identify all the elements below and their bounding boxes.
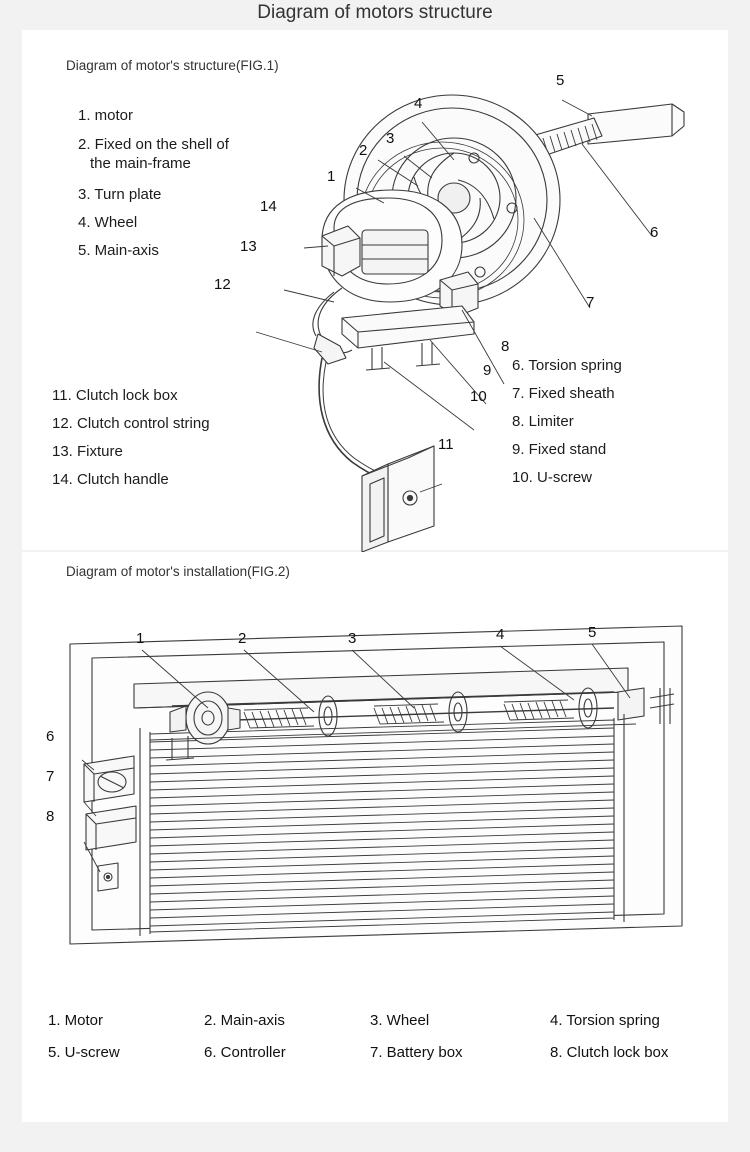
figure-1-callout-9: 9 (483, 362, 492, 379)
figure-2-legend: 1. Motor 2. Main-axis 3. Wheel 4. Torsio… (22, 1012, 728, 1102)
figure-1-callout-4: 4 (414, 95, 423, 112)
legend-item: 6. Controller (204, 1044, 286, 1061)
page-title: Diagram of motors structure (257, 2, 493, 23)
figure-1-legend-right-lower: 6. Torsion spring 7. Fixed sheath 8. Lim… (512, 358, 622, 498)
figure-2-callout-3: 3 (348, 630, 357, 647)
figure-1-legend-left: 1. motor 2. Fixed on the shell of the ma… (78, 108, 229, 271)
legend-item: 4. Torsion spring (550, 1012, 660, 1029)
legend-item: 5. Main-axis (78, 241, 159, 259)
legend-item: 7. Fixed sheath (512, 385, 615, 402)
legend-item: 11. Clutch lock box (52, 387, 178, 404)
legend-item: 13. Fixture (52, 443, 123, 460)
legend-item-line: the main-frame (90, 154, 191, 172)
figure-1-callout-11: 11 (438, 436, 454, 453)
figure-2-callout-4: 4 (496, 626, 505, 643)
legend-item: 1. Motor (48, 1012, 104, 1029)
legend-item: 1. motor (78, 107, 134, 124)
legend-item: 12. Clutch control string (52, 415, 210, 432)
figure-1-drawing (255, 94, 685, 553)
figure-1-callout-14: 14 (260, 198, 277, 215)
figure-2-callout-1: 1 (136, 630, 145, 647)
figure-1-callout-6: 6 (650, 224, 659, 241)
legend-item: 6. Torsion spring (512, 357, 622, 374)
legend-item-line: 2. Fixed on the shell of (78, 136, 229, 153)
legend-item: 3. Wheel (370, 1012, 430, 1029)
figure-1-callout-12: 12 (214, 276, 231, 293)
figure-1-callout-1: 1 (327, 168, 336, 185)
legend-item: 2. Main-axis (204, 1012, 285, 1029)
legend-item: 10. U-screw (512, 469, 593, 486)
figure-1-caption: Diagram of motor's structure(FIG.1) (66, 58, 279, 73)
legend-item: 5. U-screw (48, 1044, 120, 1061)
legend-item: 2. Fixed on the shell of the main-frame (78, 136, 229, 174)
legend-item: 8. Limiter (512, 413, 574, 430)
figure-1-callout-2: 2 (359, 142, 368, 159)
legend-item: 3. Turn plate (78, 185, 162, 203)
figure-2-panel: Diagram of motor's installation(FIG.2) (22, 552, 728, 1122)
figure-2-callout-7: 7 (46, 768, 55, 785)
figure-2-caption: Diagram of motor's installation(FIG.2) (66, 564, 290, 579)
figure-1-callout-5: 5 (556, 72, 565, 89)
figure-1-callout-7: 7 (586, 294, 595, 311)
figure-1-legend-left-lower: 11. Clutch lock box 12. Clutch control s… (52, 388, 210, 500)
figure-2-callout-2: 2 (238, 630, 247, 647)
legend-item: 7. Battery box (370, 1044, 463, 1061)
figure-2-callout-8: 8 (46, 808, 55, 825)
figure-2-callout-5: 5 (588, 624, 597, 641)
legend-item: 14. Clutch handle (52, 471, 169, 488)
figure-1-panel: Diagram of motor's structure(FIG.1) 1. m… (22, 30, 728, 553)
figure-2-drawing (69, 625, 683, 945)
figure-1-callout-3: 3 (386, 130, 395, 147)
legend-item: 4. Wheel (78, 213, 138, 231)
figure-1-callout-8: 8 (501, 338, 510, 355)
legend-item: 8. Clutch lock box (550, 1044, 669, 1061)
figure-1-callout-13: 13 (240, 238, 257, 255)
figure-2-callout-6: 6 (46, 728, 55, 745)
figure-1-callout-10: 10 (470, 388, 487, 405)
legend-item: 9. Fixed stand (512, 441, 607, 458)
